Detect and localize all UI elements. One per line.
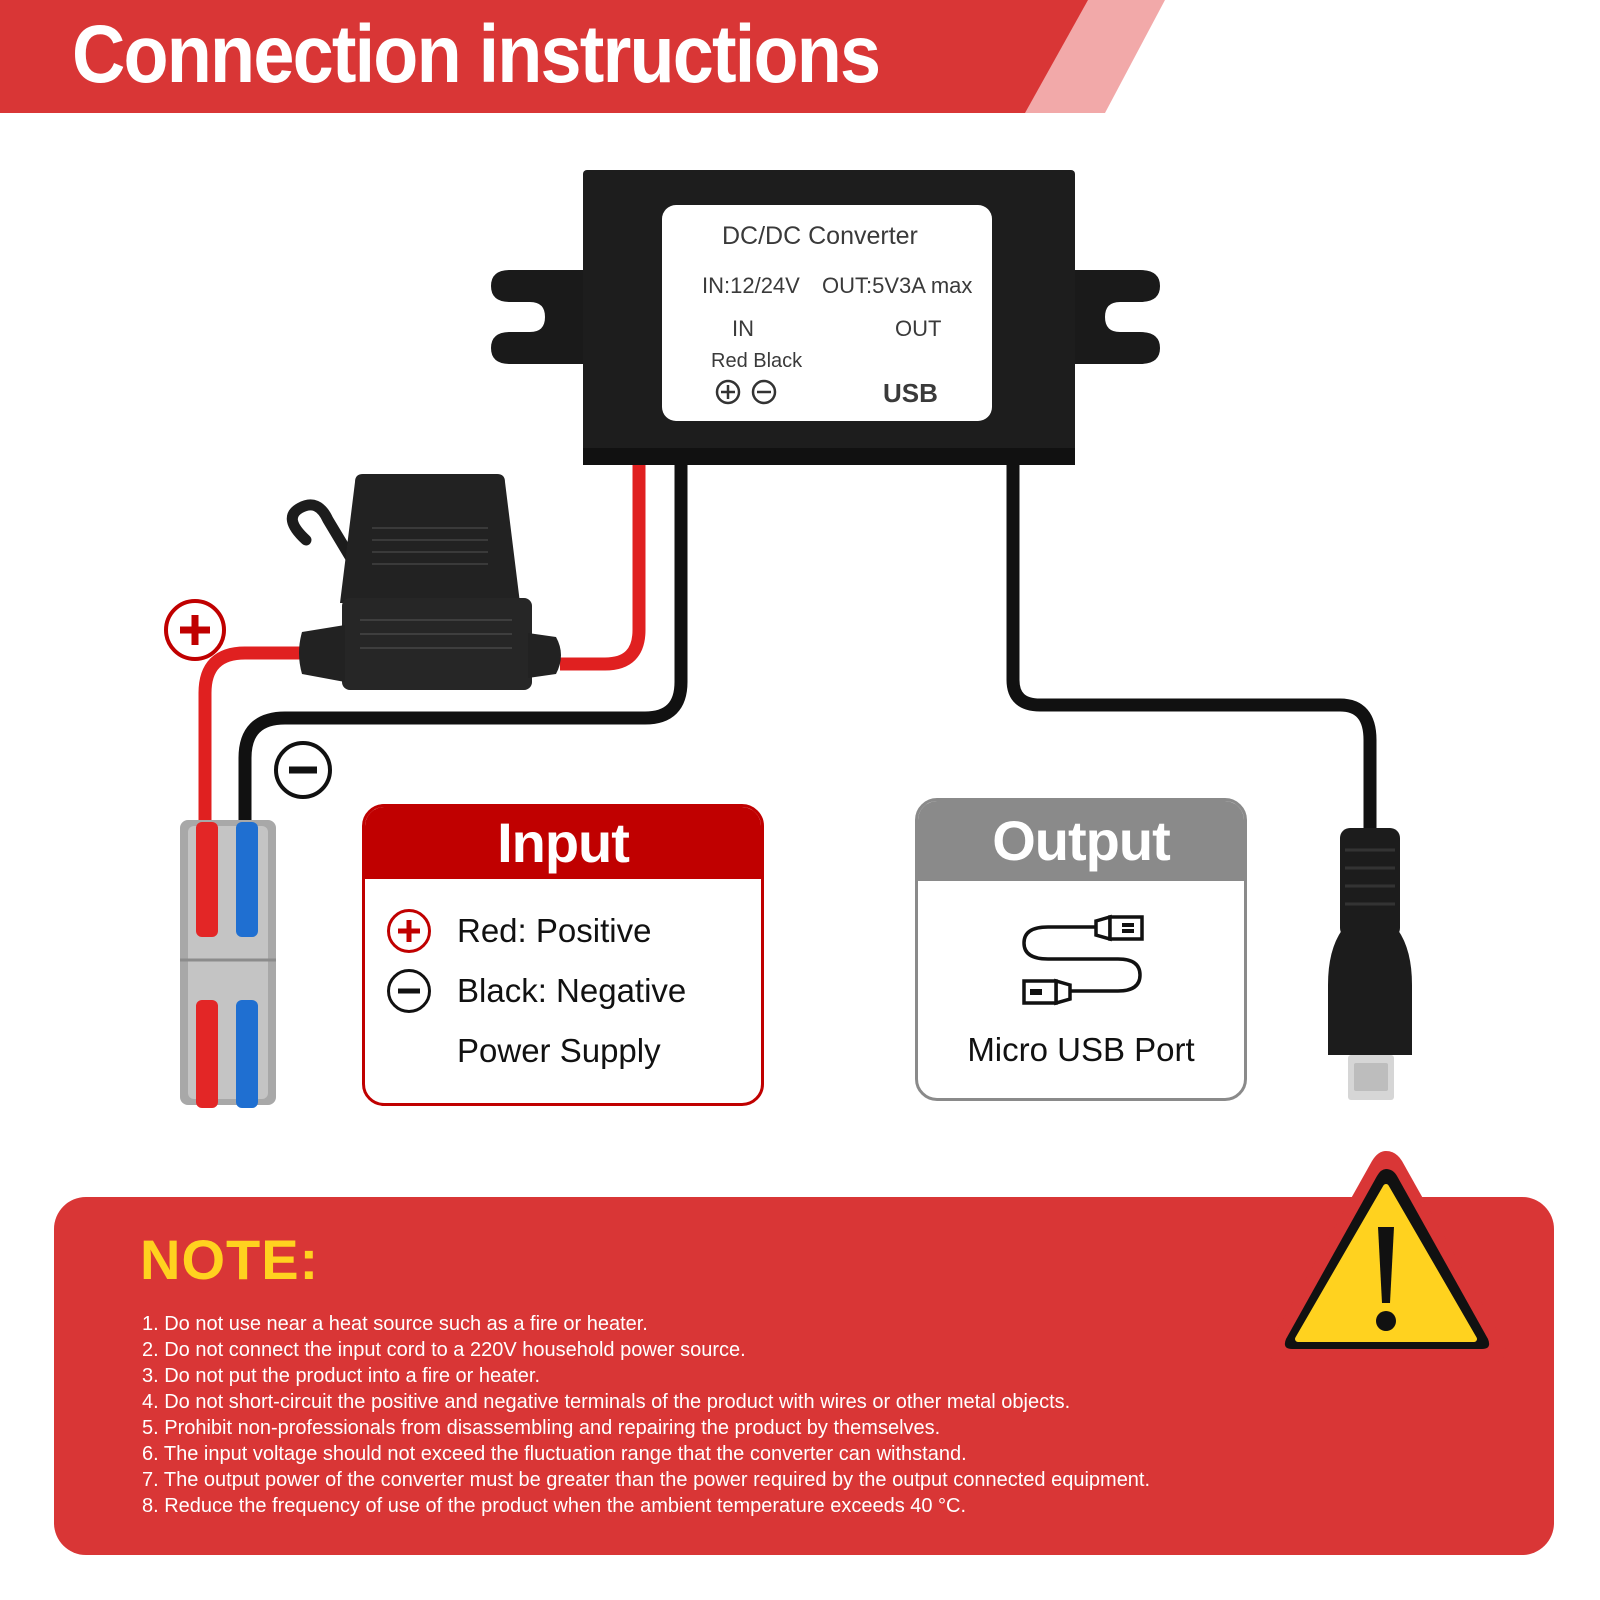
converter-in-label: IN [732,316,754,341]
header-banner: Connection instructions [0,0,1600,115]
inline-fuse-holder [286,474,561,690]
note-item: 3. Do not put the product into a fire or… [142,1365,541,1387]
input-negative-text: Black: Negative [457,972,687,1009]
note-item: 4. Do not short-circuit the positive and… [142,1391,1071,1413]
output-box-title: Output [918,801,1244,881]
converter-wire-colors: Red Black [711,350,803,372]
positive-wire-red-lower [198,646,305,825]
note-item: 2. Do not connect the input cord to a 22… [142,1339,746,1361]
input-row-positive: Red: Positive [387,909,651,953]
input-power-supply-text: Power Supply [457,1032,661,1069]
output-port-text: Micro USB Port [967,1031,1195,1068]
input-positive-text: Red: Positive [457,912,652,949]
output-info-box: Output Micro USB Port [915,798,1247,1101]
note-item: 6. The input voltage should not exceed t… [142,1443,967,1465]
note-list: 1. Do not use near a heat source such as… [142,1311,1150,1519]
plus-icon [387,909,431,953]
input-box-title: Input [365,807,761,879]
micro-usb-plug [1328,828,1412,1100]
input-info-box: Input Red: Positive Black: Negative Powe… [362,804,764,1106]
banner-shape [0,0,1165,113]
lever-wire-connector [180,820,276,1108]
note-panel: NOTE: 1. Do not use near a heat source s… [54,1197,1554,1555]
positive-marker-icon [164,599,226,661]
output-usb-cable [1006,455,1377,837]
input-row-negative: Black: Negative [387,969,686,1013]
page-title: Connection instructions [72,9,881,100]
input-row-power-supply: Power Supply [387,1029,661,1073]
converter-usb-label: USB [883,378,938,408]
dc-converter-module [491,170,1160,465]
converter-out-label: OUT [895,316,942,341]
converter-title: DC/DC Converter [722,222,918,250]
converter-input-spec: IN:12/24V [702,273,800,298]
negative-marker-icon [274,741,332,799]
warning-icon [1268,1151,1506,1363]
usb-cable-icon [1022,914,1144,1006]
plus-terminal-icon [715,379,741,405]
note-item: 7. The output power of the converter mus… [142,1469,1151,1491]
converter-output-spec: OUT:5V3A max [822,273,973,298]
minus-terminal-icon [751,379,777,405]
note-item: 5. Prohibit non-professionals from disas… [142,1417,941,1439]
note-item: 1. Do not use near a heat source such as… [142,1313,648,1335]
minus-icon [387,969,431,1013]
note-item: 8. Reduce the frequency of use of the pr… [142,1495,967,1517]
note-title: NOTE: [140,1228,320,1291]
negative-wire-black [238,460,688,825]
positive-wire-red [560,455,646,671]
